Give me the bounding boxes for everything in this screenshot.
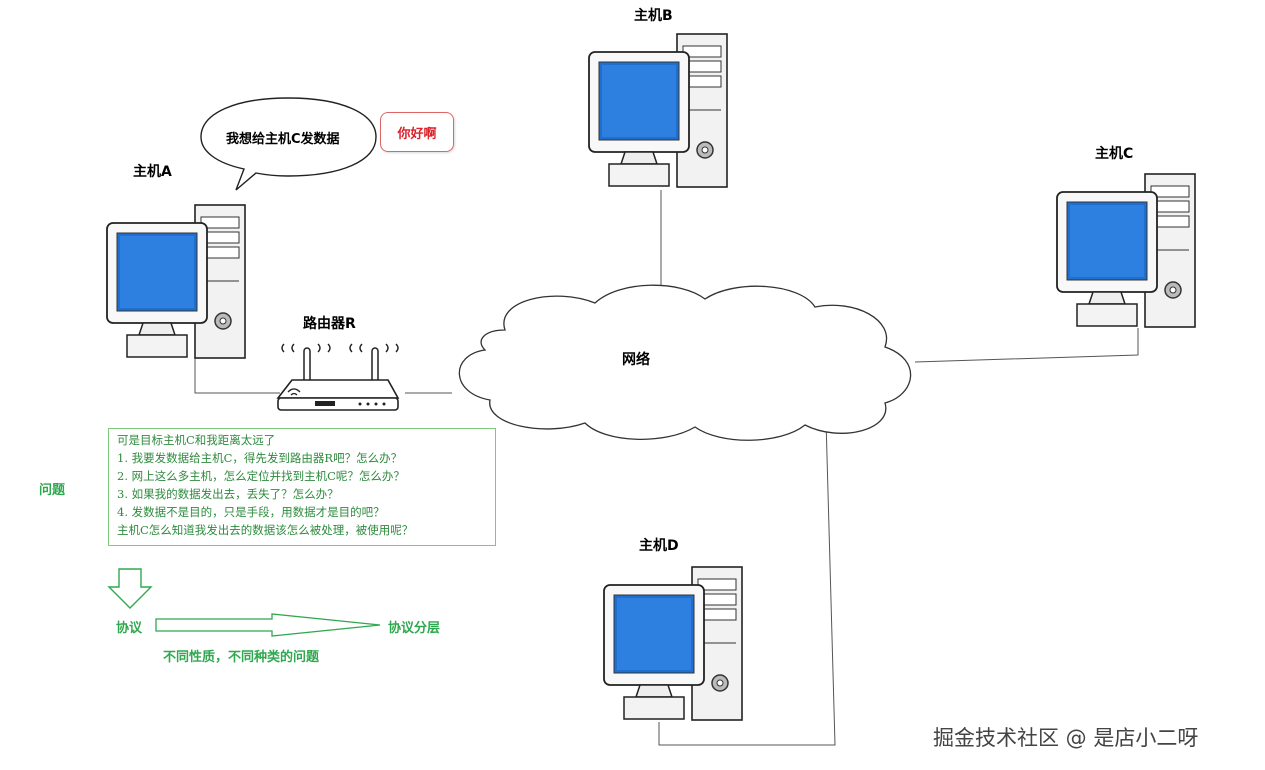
question-line: 可是目标主机C和我距离太远了 [117, 433, 276, 447]
host-c-label: 主机C [1095, 146, 1134, 162]
router-icon [276, 343, 400, 411]
line-hosta-router [194, 355, 280, 394]
question-label: 问题 [39, 483, 66, 498]
router-label: 路由器R [303, 316, 356, 332]
host-c-computer-icon [1056, 173, 1196, 328]
protocol-label: 协议 [116, 621, 143, 636]
line-hostd-network [658, 419, 836, 746]
question-line: 1. 我要发数据给主机C，得先发到路由器R吧？怎么办？ [117, 451, 403, 465]
host-d-label: 主机D [639, 538, 679, 554]
hello-callout-text: 你好啊 [397, 126, 437, 142]
host-a-computer-icon [106, 204, 246, 359]
question-line: 主机C怎么知道我发出去的数据该怎么被处理，被使用呢？ [117, 523, 414, 537]
host-d-computer-icon [603, 566, 743, 721]
line-hostc-network [914, 328, 1139, 363]
network-label: 网络 [622, 352, 650, 368]
layering-label: 协议分层 [388, 621, 441, 636]
question-box: 可是目标主机C和我距离太远了 1. 我要发数据给主机C，得先发到路由器R吧？怎么… [108, 428, 496, 546]
watermark: 掘金技术社区 @ 是店小二呀 [933, 726, 1199, 750]
question-line: 3. 如果我的数据发出去，丢失了？怎么办？ [117, 487, 339, 501]
network-cloud [458, 284, 912, 441]
question-line: 2. 网上这么多主机，怎么定位并找到主机C呢？怎么办？ [117, 469, 405, 483]
question-line: 4. 发数据不是目的，只是手段，用数据才是目的吧？ [117, 505, 385, 519]
right-arrow-icon [155, 613, 381, 637]
host-a-label: 主机A [133, 164, 172, 180]
down-arrow-icon [107, 568, 153, 609]
speech-bubble-text: 我想给主机C发数据 [226, 132, 340, 147]
host-b-computer-icon [588, 33, 728, 188]
note-label: 不同性质，不同种类的问题 [163, 650, 320, 665]
hello-callout: 你好啊 [380, 112, 454, 152]
host-b-label: 主机B [634, 8, 673, 24]
speech-bubble [200, 97, 377, 191]
